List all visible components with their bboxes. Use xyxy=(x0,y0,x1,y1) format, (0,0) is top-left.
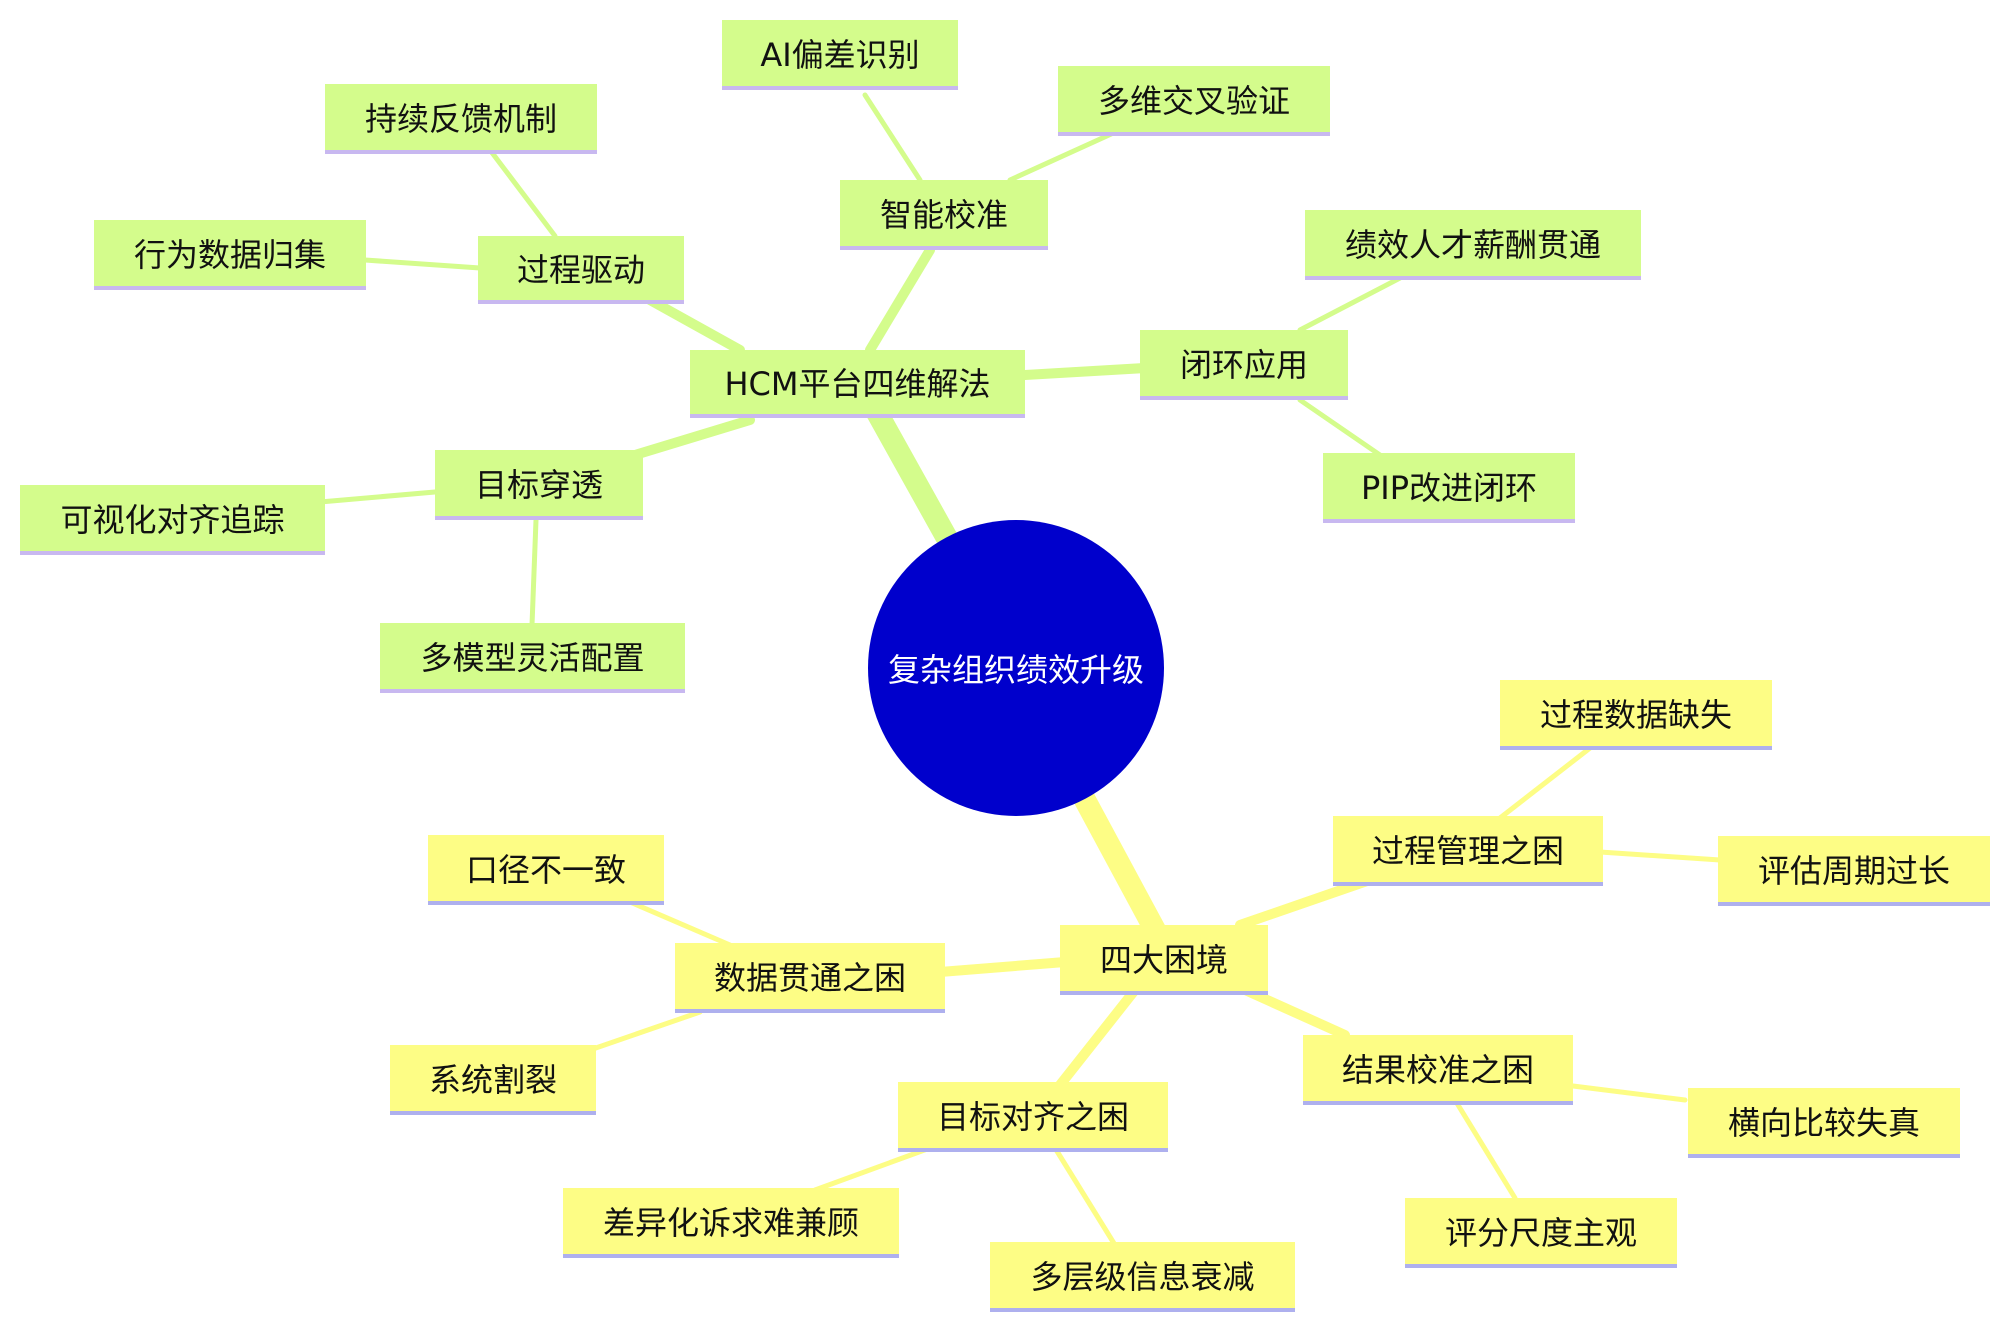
link-closed-salary xyxy=(1297,275,1403,333)
link-goal-visual xyxy=(317,489,438,505)
node-multi-model[interactable]: 多模型灵活配置 xyxy=(380,623,685,693)
link-result-subjective xyxy=(1452,1097,1518,1201)
node-info-decay[interactable]: 多层级信息衰减 xyxy=(990,1242,1295,1312)
link-dilemmas-process xyxy=(1235,875,1375,930)
link-result-distort xyxy=(1562,1082,1688,1103)
node-four-dilemmas[interactable]: 四大困境 xyxy=(1060,925,1268,995)
link-dilemmas-result xyxy=(1240,985,1350,1040)
root-node[interactable]: 复杂组织绩效升级 xyxy=(868,520,1164,816)
link-process-long xyxy=(1597,849,1723,863)
link-hcm-process xyxy=(645,295,745,355)
link-root-dilemmas xyxy=(1074,789,1166,941)
node-caliber-mismatch[interactable]: 口径不一致 xyxy=(428,835,664,905)
node-goal-penetration[interactable]: 目标穿透 xyxy=(435,450,643,520)
link-hcm-smart xyxy=(865,245,935,355)
node-hcm-platform[interactable]: HCM平台四维解法 xyxy=(690,350,1025,418)
node-visual-alignment[interactable]: 可视化对齐追踪 xyxy=(20,485,325,555)
link-root-hcm xyxy=(859,389,959,551)
link-goal-model xyxy=(529,517,539,628)
node-cross-validation[interactable]: 多维交叉验证 xyxy=(1058,66,1330,136)
node-long-cycle[interactable]: 评估周期过长 xyxy=(1718,836,1990,906)
link-hcm-goal xyxy=(630,415,755,460)
link-process-missing xyxy=(1497,745,1593,821)
node-system-split[interactable]: 系统割裂 xyxy=(390,1045,596,1115)
node-comparison-distortion[interactable]: 横向比较失真 xyxy=(1688,1088,1960,1158)
link-goal-diverse xyxy=(812,1145,933,1193)
link-goal-decay xyxy=(1052,1145,1118,1248)
link-smart-cross xyxy=(1007,127,1123,183)
node-behavior-data[interactable]: 行为数据归集 xyxy=(94,220,366,290)
node-smart-calibration[interactable]: 智能校准 xyxy=(840,180,1048,250)
node-perf-talent-salary[interactable]: 绩效人才薪酬贯通 xyxy=(1305,210,1641,280)
node-process-mgmt[interactable]: 过程管理之困 xyxy=(1333,816,1603,886)
link-closed-pip xyxy=(1297,397,1383,458)
link-data-split xyxy=(587,1009,703,1053)
link-smart-ai xyxy=(862,92,923,183)
node-pip-loop[interactable]: PIP改进闭环 xyxy=(1323,453,1575,523)
link-process-behavior xyxy=(362,257,483,271)
node-result-calibration[interactable]: 结果校准之困 xyxy=(1303,1035,1573,1105)
node-goal-alignment[interactable]: 目标对齐之困 xyxy=(898,1082,1168,1152)
node-ai-bias[interactable]: AI偏差识别 xyxy=(722,20,958,90)
node-subjective-scale[interactable]: 评分尺度主观 xyxy=(1405,1198,1677,1268)
link-dilemmas-goal xyxy=(1055,985,1140,1090)
node-data-integration[interactable]: 数据贯通之困 xyxy=(675,943,945,1013)
node-diverse-demands[interactable]: 差异化诉求难兼顾 xyxy=(563,1188,899,1258)
node-continuous-feedback[interactable]: 持续反馈机制 xyxy=(325,84,597,154)
link-dilemmas-data xyxy=(935,957,1070,977)
node-closed-loop[interactable]: 闭环应用 xyxy=(1140,330,1348,400)
node-process-data-missing[interactable]: 过程数据缺失 xyxy=(1500,680,1772,750)
node-process-driven[interactable]: 过程驱动 xyxy=(478,236,684,304)
link-hcm-closedloop xyxy=(1020,363,1150,380)
link-process-feedback xyxy=(487,147,558,239)
link-data-caliber xyxy=(627,899,733,948)
